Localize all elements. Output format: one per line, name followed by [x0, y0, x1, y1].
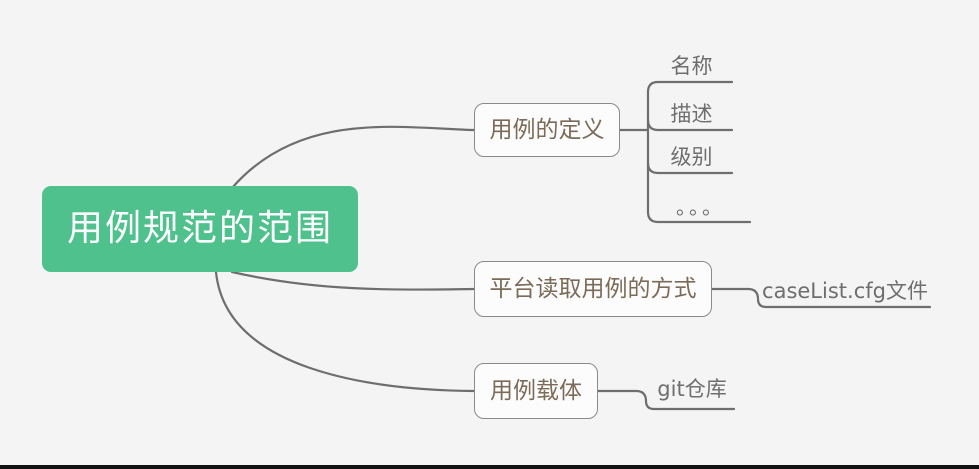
branch-node-label: 用例载体 [490, 377, 582, 404]
leaf-node-label: 级别 [670, 145, 713, 169]
leaf-node-description[interactable]: 描述 [651, 96, 732, 130]
leaf-node-label: 。。。 [676, 195, 725, 219]
connector-root-to-branch-1 [230, 270, 476, 291]
leaf-node-ellipsis[interactable]: 。。。 [651, 188, 750, 222]
leaf-node-label: 描述 [670, 102, 713, 126]
leaf-node-label: 名称 [670, 54, 713, 78]
branch-node-use-case-definition[interactable]: 用例的定义 [474, 103, 620, 157]
connector-root-to-branch-2 [214, 270, 476, 393]
leaf-node-caselist-cfg-file[interactable]: caseList.cfg文件 [761, 273, 929, 307]
leaf-node-label: git仓库 [657, 377, 727, 401]
connector-root-to-branch-0 [230, 125, 476, 190]
branch-node-label: 用例的定义 [489, 116, 605, 143]
leaf-node-name[interactable]: 名称 [651, 48, 732, 82]
branch-node-label: 平台读取用例的方式 [489, 275, 697, 302]
leaf-node-level[interactable]: 级别 [651, 139, 732, 173]
root-node-label: 用例规范的范围 [66, 208, 333, 249]
leaf-node-git-repository[interactable]: git仓库 [649, 371, 735, 405]
leaf-node-label: caseList.cfg文件 [762, 279, 928, 303]
connector-branch-0-child-0 [646, 80, 734, 94]
root-node[interactable]: 用例规范的范围 [42, 186, 358, 272]
branch-node-use-case-carrier[interactable]: 用例载体 [474, 363, 598, 419]
branch-node-platform-read-method[interactable]: 平台读取用例的方式 [474, 261, 712, 317]
